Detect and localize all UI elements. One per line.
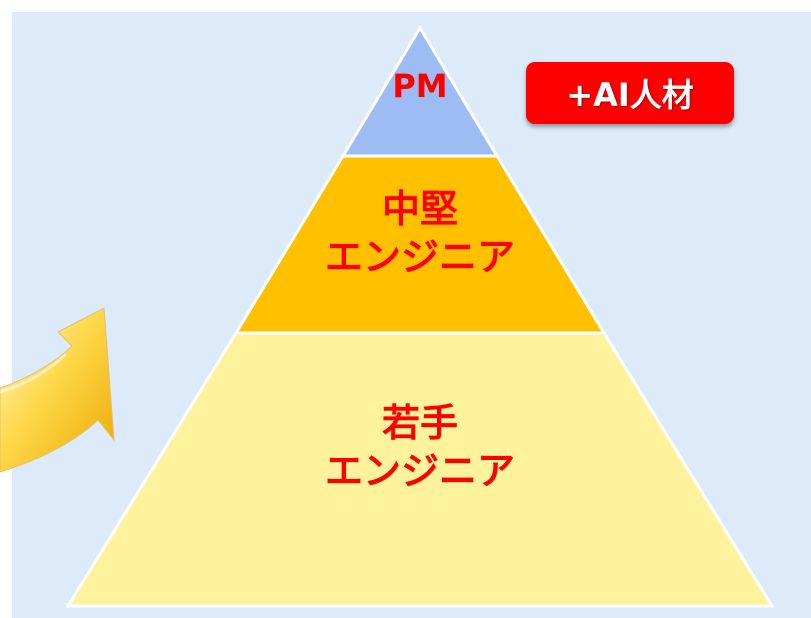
mid-engineer-label-line2: エンジニア [324,234,515,279]
pm-label: PM [392,67,448,105]
ai-talent-badge: +AI人材 [526,62,734,124]
young-engineer-label: 若手 エンジニア [240,400,600,495]
young-engineer-label-line1: 若手 [381,401,458,445]
ai-talent-badge-text: +AI人材 [566,76,694,114]
young-engineer-label-line2: エンジニア [324,448,515,493]
pyramid-top-tier [340,25,500,158]
mid-engineer-label-line1: 中堅 [381,187,458,231]
mid-engineer-label: 中堅 エンジニア [260,186,580,281]
curved-up-arrow-icon [0,307,115,473]
